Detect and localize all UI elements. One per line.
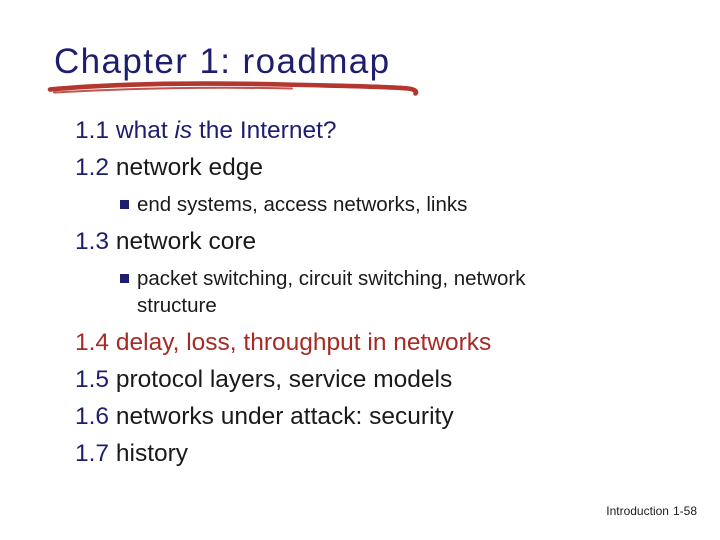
roadmap-text: history [115,440,189,467]
square-bullet-icon [120,274,129,283]
roadmap-list: 1.1 what is the Internet?1.2 network edg… [75,112,635,472]
slide-title: Chapter 1: roadmap [54,42,391,81]
section-number: 1.6 [75,403,116,430]
roadmap-text: packet switching, circuit switching, net… [137,267,526,317]
roadmap-text: is [174,117,193,144]
roadmap-text: end systems, access networks, links [137,193,468,216]
roadmap-section-1.3: 1.3 network core [75,223,635,260]
roadmap-section-1.1: 1.1 what is the Internet? [75,112,635,149]
footer-label: Introduction [606,504,669,518]
section-number: 1.1 [75,117,116,144]
section-number: 1.3 [75,228,116,255]
roadmap-text: protocol layers, service models [115,366,453,393]
roadmap-section-1.6: 1.6 networks under attack: security [75,398,635,435]
square-bullet-icon [120,200,129,209]
roadmap-section-1.4: 1.4 delay, loss, throughput in networks [75,324,635,361]
roadmap-section-1.2: 1.2 network edge [75,149,635,186]
roadmap-text: the Internet? [192,117,337,144]
title-underline-stroke [47,81,419,96]
section-number: 1.7 [75,440,116,467]
roadmap-subbullet: end systems, access networks, links [75,191,607,218]
roadmap-text: network core [115,228,257,255]
roadmap-section-1.7: 1.7 history [75,435,635,472]
footer-page-number: 1-58 [672,504,697,518]
roadmap-text: delay, loss, throughput in networks [115,329,492,356]
roadmap-text: what [115,117,175,144]
section-number: 1.2 [75,154,116,181]
section-number: 1.5 [75,366,116,393]
roadmap-section-1.5: 1.5 protocol layers, service models [75,361,635,398]
roadmap-subbullet: packet switching, circuit switching, net… [75,265,607,319]
roadmap-text: network edge [115,154,263,181]
roadmap-text: networks under attack: security [115,403,454,430]
section-number: 1.4 [75,329,116,356]
